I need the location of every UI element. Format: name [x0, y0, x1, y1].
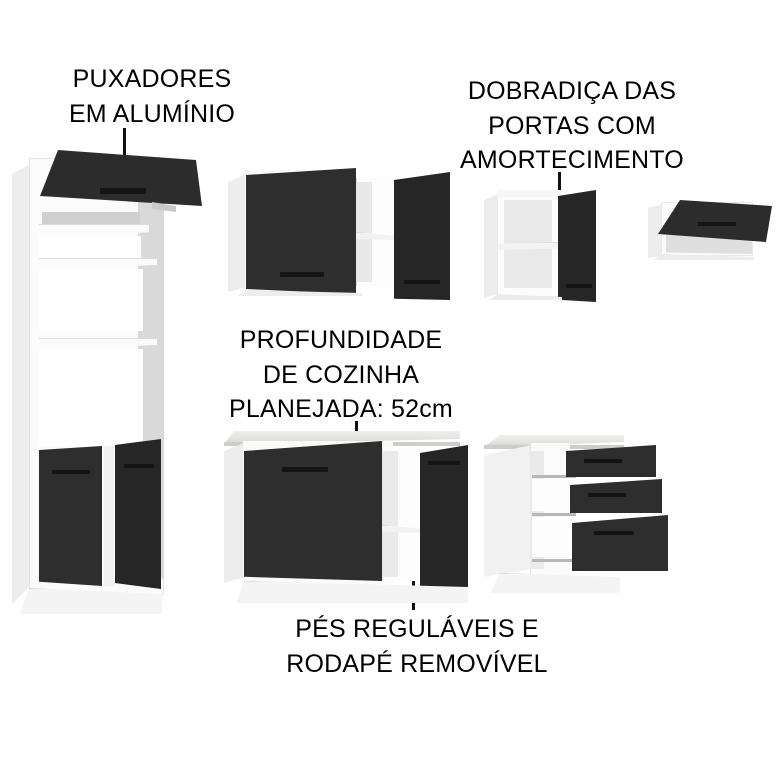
pantry-shelf-2	[39, 258, 157, 269]
pantry-door-lower-right[interactable]	[115, 439, 161, 589]
wallsm-door-open[interactable]	[558, 190, 596, 302]
flipup-door[interactable]	[658, 200, 772, 242]
pantry-handle-lower-left[interactable]	[52, 470, 90, 474]
base2-interior-shelf	[381, 525, 425, 533]
unit-wall-cabinet-small	[484, 190, 596, 304]
base2-door-left[interactable]	[244, 441, 382, 581]
pantry-shelf-1	[39, 224, 149, 236]
base3-runner-3	[532, 559, 576, 562]
base2-interior-back	[382, 451, 398, 577]
base2-left-side-panel	[224, 443, 244, 583]
unit-wall-cabinet-two-door	[228, 168, 450, 302]
wallsm-handle[interactable]	[566, 284, 592, 288]
unit-base-two-door	[224, 425, 472, 603]
pantry-niche-2	[39, 269, 143, 331]
wall2-handle-left[interactable]	[280, 272, 324, 277]
wallsm-top-edge	[497, 190, 561, 197]
pantry-center-divider	[104, 446, 114, 586]
base2-door-right[interactable]	[420, 445, 468, 591]
base3-handle-3[interactable]	[594, 531, 634, 535]
pantry-handle-flipup[interactable]	[100, 188, 146, 194]
base3-drawer-3[interactable]	[572, 515, 668, 571]
pantry-left-side-panel	[12, 164, 30, 604]
callout-feet-text: PÉS REGULÁVEIS E RODAPÉ REMOVÍVEL	[286, 615, 548, 678]
unit-tall-pantry	[12, 150, 202, 622]
unit-base-three-drawer	[484, 425, 668, 595]
base2-plinth	[236, 581, 468, 603]
wall2-left-side-panel	[228, 174, 246, 292]
pantry-niche-1	[39, 236, 141, 260]
unit-wall-cabinet-flipup	[648, 200, 772, 272]
pantry-shelf-3	[39, 338, 157, 349]
base3-handle-1[interactable]	[584, 459, 622, 463]
wall2-door-right[interactable]	[394, 172, 450, 300]
pantry-handle-lower-right[interactable]	[124, 464, 154, 468]
wall2-bottom-edge	[238, 290, 362, 296]
wall2-interior-back	[356, 182, 372, 282]
wall2-handle-right[interactable]	[404, 280, 440, 284]
callout-depth-text: PROFUNDIDADE DE COZINHA PLANEJADA: 52cm	[229, 326, 453, 423]
base3-runner-2	[532, 513, 576, 516]
base2-handle-right[interactable]	[428, 461, 460, 465]
pantry-door-lower-left[interactable]	[39, 446, 102, 586]
wall2-interior-shelf	[356, 232, 398, 240]
base3-plinth	[490, 573, 620, 593]
flipup-left-side-panel	[648, 204, 662, 258]
callout-hinges-text: DOBRADIÇA DAS PORTAS COM AMORTECIMENTO	[460, 77, 684, 174]
base3-runner-1	[532, 475, 576, 478]
base2-handle-left[interactable]	[282, 467, 328, 472]
pantry-upper-niche-back	[42, 212, 140, 226]
base3-handle-2[interactable]	[588, 493, 626, 497]
callout-handles-text: PUXADORES EM ALUMÍNIO	[68, 65, 236, 128]
pantry-niche-3	[39, 349, 143, 446]
wallsm-interior-shelf	[498, 242, 560, 250]
pantry-flipup-hinge-arm	[152, 202, 176, 212]
wallsm-left-side-panel	[484, 194, 498, 298]
wallsm-bottom-edge	[490, 294, 562, 300]
pantry-door-flipup[interactable]	[40, 150, 202, 206]
flipup-bottom-edge	[654, 254, 754, 260]
flipup-handle[interactable]	[698, 222, 736, 226]
base3-interior-panel-2	[532, 517, 578, 557]
base3-left-side-panel	[484, 445, 532, 577]
